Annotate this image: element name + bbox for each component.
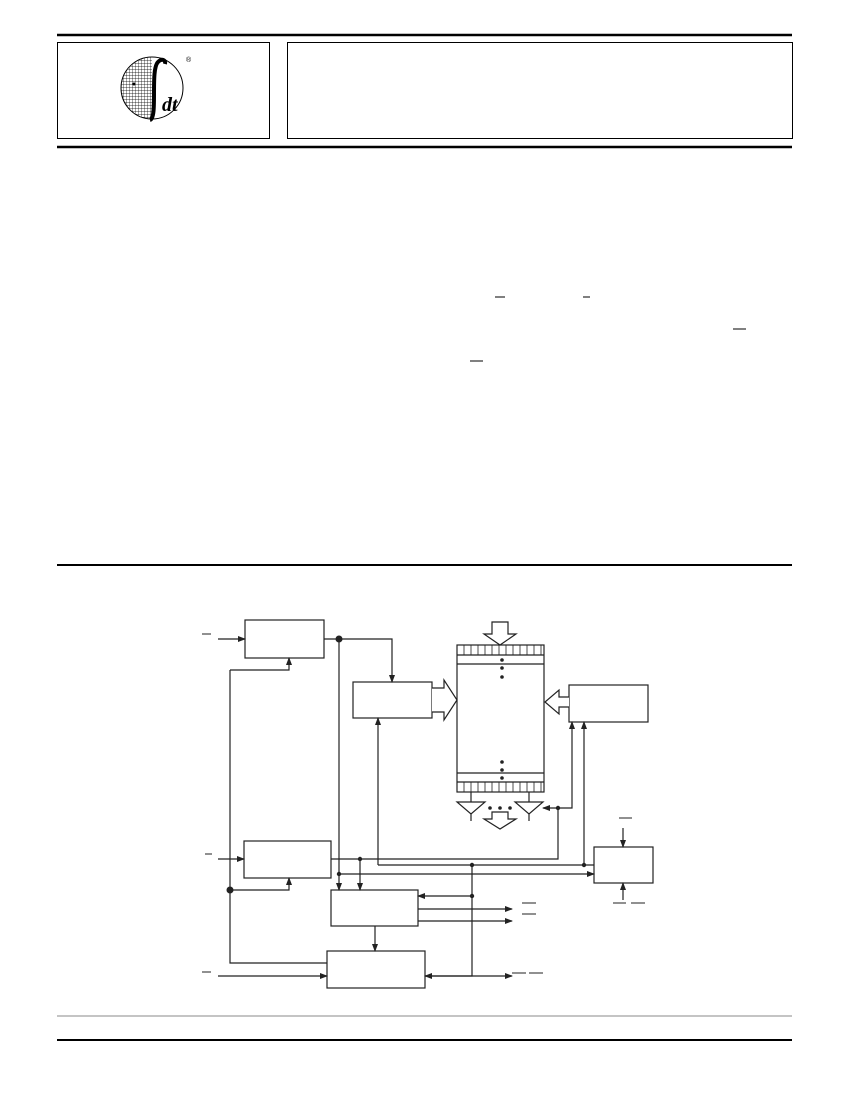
logo-text: dt [162, 94, 179, 116]
reset-logic-block [593, 846, 654, 884]
expansion-logic-block [326, 950, 426, 989]
write-pointer-block [352, 681, 433, 719]
idt-logo: dt ® [120, 56, 192, 122]
logo-box [57, 42, 270, 139]
block-diagram [202, 619, 654, 989]
read-control-block [243, 840, 332, 879]
logo-registered: ® [186, 56, 192, 64]
flag-logic-block [330, 889, 419, 927]
read-pointer-block [568, 684, 649, 723]
overbars [470, 296, 746, 362]
write-control-block [244, 619, 325, 659]
title-box [287, 42, 793, 139]
